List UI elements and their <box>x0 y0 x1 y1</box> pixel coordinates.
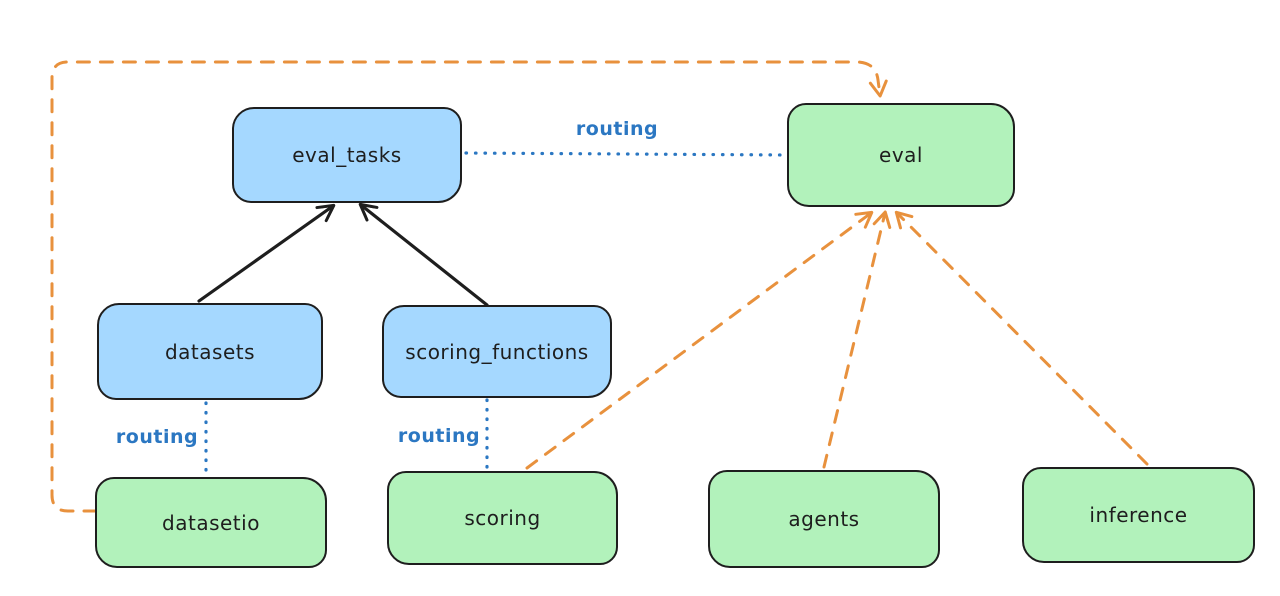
edge-label-routing-top: routing <box>575 118 659 140</box>
edge-label-routing-datasets: routing <box>115 426 199 448</box>
node-eval-label: eval <box>879 143 923 167</box>
edge-scoring-functions-to-eval-tasks <box>358 202 489 307</box>
node-inference-label: inference <box>1089 503 1188 527</box>
edge-inference-to-eval <box>894 210 1149 466</box>
node-eval-tasks-label: eval_tasks <box>292 143 402 167</box>
node-eval: eval <box>787 103 1015 207</box>
node-agents-label: agents <box>788 507 860 531</box>
node-datasets: datasets <box>97 303 323 400</box>
edge-label-routing-scoring-functions: routing <box>397 425 481 447</box>
node-agents: agents <box>708 470 940 568</box>
edge-agents-to-eval <box>822 210 892 469</box>
node-datasetio-label: datasetio <box>162 510 260 535</box>
edge-datasets-to-eval-tasks <box>197 203 336 303</box>
node-scoring: scoring <box>387 471 618 565</box>
edge-routing-eval-tasks-to-eval <box>464 151 788 157</box>
node-eval-tasks: eval_tasks <box>232 107 462 203</box>
node-scoring-label: scoring <box>464 506 541 530</box>
node-inference: inference <box>1022 467 1255 563</box>
node-scoring-functions: scoring_functions <box>382 305 612 398</box>
node-scoring-functions-label: scoring_functions <box>405 339 589 364</box>
node-datasets-label: datasets <box>164 339 256 364</box>
node-datasetio: datasetio <box>95 477 327 568</box>
